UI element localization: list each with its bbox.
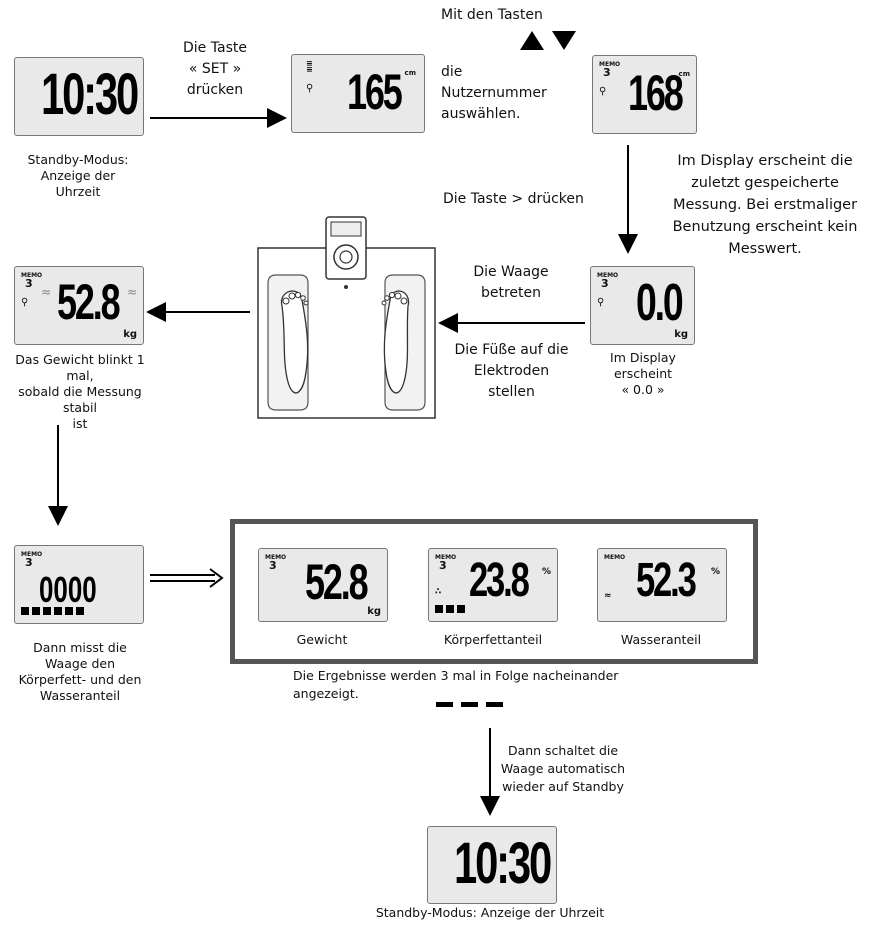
display-height-select: MEMO 3 ⚲ 168 cm	[592, 55, 697, 134]
down-triangle-icon	[552, 31, 576, 50]
step-arrow-text: Die Taste > drücken	[443, 191, 584, 207]
unit-kg-2: kg	[123, 329, 137, 340]
step-feet-text: Die Füße auf die Elektroden stellen	[454, 342, 569, 400]
unit-kg-3: kg	[367, 606, 381, 617]
display-measuring: MEMO 3 0000	[14, 545, 144, 624]
display-result-fat: MEMO 3 ∴ 23.8 %	[428, 548, 558, 622]
dash-3	[486, 702, 503, 707]
memory-icon-5: MEMO	[265, 554, 287, 561]
step-set-text: Die Taste « SET » drücken	[183, 40, 247, 98]
display-result-weight: MEMO 3 52.8 kg	[258, 548, 388, 622]
scale-illustration	[257, 216, 436, 419]
dash-1	[436, 702, 453, 707]
display-weight-blink: MEMO 3 ⚲ ≈ 52.8 ≈ kg	[14, 266, 144, 345]
display-zero-value: 0.0	[636, 274, 684, 332]
person-icon-3: ⚲	[597, 297, 605, 308]
display-final-standby-value: 10:30	[454, 831, 552, 896]
display-height-set: ≡≡ ⚲ 165 cm	[291, 54, 425, 133]
display-result-weight-value: 52.8	[305, 554, 369, 610]
memory-icon: MEMO	[599, 61, 621, 68]
blink-caption: Das Gewicht blinkt 1 mal, sobald die Mes…	[15, 352, 145, 431]
memory-icon-2: MEMO	[597, 272, 619, 279]
unit-percent-1: %	[541, 567, 551, 577]
display-final-standby: 10:30	[427, 826, 557, 904]
up-triangle-icon	[520, 31, 544, 50]
user-number-2: 3	[601, 277, 609, 290]
step-on-scale-text: Die Waage betreten	[473, 264, 549, 301]
fat-bars	[435, 598, 468, 617]
display-result-water: MEMO ≈ 52.3 %	[597, 548, 727, 622]
progress-bars	[21, 600, 87, 619]
memory-icon-3: MEMO	[21, 272, 43, 279]
double-arrow-head	[209, 568, 224, 588]
user-number: 3	[603, 66, 611, 79]
display-result-fat-value: 23.8	[469, 554, 530, 607]
user-number-5: 3	[269, 559, 277, 572]
person-icon: ⚲	[306, 83, 314, 94]
person-icon-2: ⚲	[599, 86, 607, 97]
standby-caption: Standby-Modus: Anzeige der Uhrzeit	[27, 152, 129, 199]
display-height-set-value: 165	[347, 64, 403, 120]
label-water: Wasseranteil	[620, 632, 702, 647]
label-weight: Gewicht	[296, 632, 348, 647]
water-icon: ≈	[604, 591, 612, 601]
step-keys-text: die Nutzernummer auswählen.	[441, 64, 547, 122]
memory-icon-6: MEMO	[435, 554, 457, 561]
display-result-water-value: 52.3	[636, 554, 697, 607]
display-zero: MEMO 3 ⚲ 0.0 kg	[590, 266, 695, 345]
user-number-3: 3	[25, 277, 33, 290]
height-bars-icon: ≡≡	[306, 59, 313, 74]
zero-caption: Im Display erscheint « 0.0 »	[610, 350, 676, 397]
blink-rays-left: ≈	[41, 285, 52, 299]
dash-2	[461, 702, 478, 707]
measure-caption: Dann misst die Waage den Körperfett- und…	[18, 640, 142, 703]
results-caption: Die Ergebnisse werden 3 mal in Folge nac…	[293, 668, 619, 701]
display-standby: 10:30	[14, 57, 144, 136]
blink-rays-right: ≈	[126, 285, 137, 299]
label-fat: Körperfettanteil	[443, 632, 543, 647]
unit-cm-2: cm	[678, 70, 690, 78]
display-info-text: Im Display erscheint die zuletzt gespeic…	[672, 153, 858, 257]
auto-standby-text: Dann schaltet die Waage automatisch wied…	[500, 743, 626, 794]
display-standby-value: 10:30	[41, 62, 139, 127]
user-number-4: 3	[25, 556, 33, 569]
display-measuring-value: 0000	[39, 569, 97, 610]
person-icon-4: ⚲	[21, 297, 29, 308]
unit-percent-2: %	[710, 567, 720, 577]
final-caption: Standby-Modus: Anzeige der Uhrzeit	[375, 905, 605, 920]
display-weight-blink-value: 52.8	[57, 274, 121, 330]
memory-icon-4: MEMO	[21, 551, 43, 558]
unit-kg-1: kg	[674, 329, 688, 340]
user-number-6: 3	[439, 559, 447, 572]
memory-icon-7: MEMO	[604, 554, 626, 561]
unit-cm-1: cm	[404, 69, 416, 77]
fat-icon: ∴	[435, 587, 442, 597]
step-keys-heading: Mit den Tasten	[441, 7, 543, 23]
display-height-select-value: 168	[628, 65, 684, 121]
